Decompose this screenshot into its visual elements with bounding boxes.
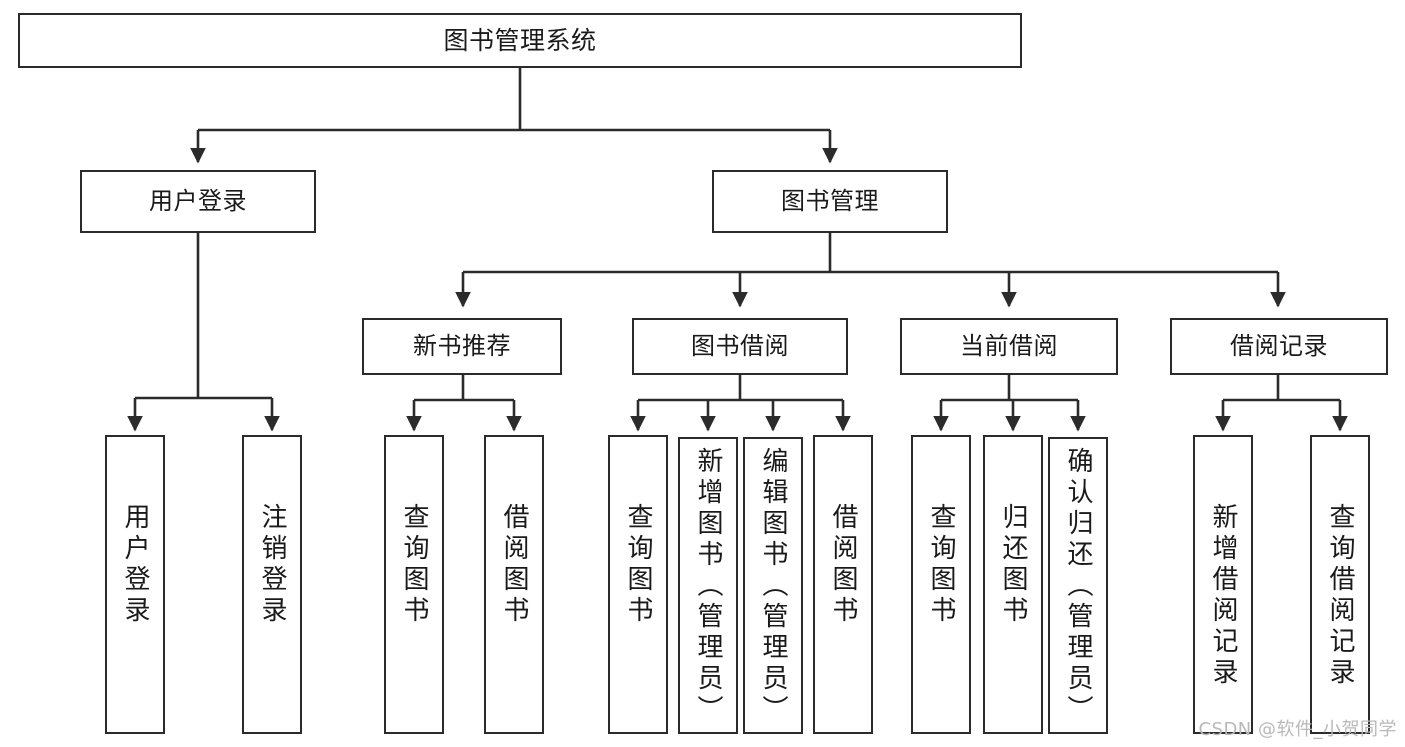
node-label: 注销登录 [257,503,287,627]
node-label: 编辑图书（管理员） [758,447,788,726]
leaf-current-confirm-return-admin[interactable]: 确认归还（管理员） [1048,437,1108,734]
node-label: 确认归还（管理员） [1063,447,1093,726]
leaf-record-query-record[interactable]: 查询借阅记录 [1310,435,1370,734]
leaf-user-login-logout[interactable]: 注销登录 [242,435,302,734]
node-label: 新增图书（管理员） [693,447,723,726]
node-label: 借阅图书 [828,503,858,627]
node-label: 借阅记录 [1230,332,1328,361]
leaf-borrow-query-book[interactable]: 查询图书 [608,435,668,734]
node-borrow-record[interactable]: 借阅记录 [1170,318,1388,375]
leaf-borrow-add-book-admin[interactable]: 新增图书（管理员） [678,437,738,734]
leaf-record-add-record[interactable]: 新增借阅记录 [1193,435,1253,734]
node-book-management[interactable]: 图书管理 [712,170,948,233]
leaf-current-query-book[interactable]: 查询图书 [911,435,971,734]
node-label: 图书借阅 [691,332,789,361]
node-label: 图书管理系统 [443,25,597,55]
node-label: 当前借阅 [960,332,1058,361]
node-user-login[interactable]: 用户登录 [80,170,316,233]
node-label: 归还图书 [998,503,1028,627]
node-label: 借阅图书 [499,503,529,627]
leaf-borrow-edit-book-admin[interactable]: 编辑图书（管理员） [743,437,803,734]
node-label: 查询借阅记录 [1325,503,1355,689]
node-label: 查询图书 [623,503,653,627]
node-label: 查询图书 [399,503,429,627]
node-label: 新书推荐 [413,332,511,361]
leaf-current-return-book[interactable]: 归还图书 [983,435,1043,734]
node-label: 新增借阅记录 [1208,503,1238,689]
leaf-new-book-query[interactable]: 查询图书 [384,435,444,734]
node-current-borrow[interactable]: 当前借阅 [900,318,1118,375]
node-label: 用户登录 [149,187,247,216]
leaf-new-book-borrow[interactable]: 借阅图书 [484,435,544,734]
node-new-book-recommend[interactable]: 新书推荐 [362,318,562,375]
node-label: 查询图书 [926,503,956,627]
node-label: 用户登录 [120,503,150,627]
leaf-borrow-borrow-book[interactable]: 借阅图书 [813,435,873,734]
node-book-borrow[interactable]: 图书借阅 [632,318,848,375]
node-root-system[interactable]: 图书管理系统 [18,13,1022,68]
leaf-user-login-login[interactable]: 用户登录 [105,435,165,734]
csdn-watermark: CSDN @软件_小贺同学 [1198,719,1397,740]
node-label: 图书管理 [781,187,879,216]
